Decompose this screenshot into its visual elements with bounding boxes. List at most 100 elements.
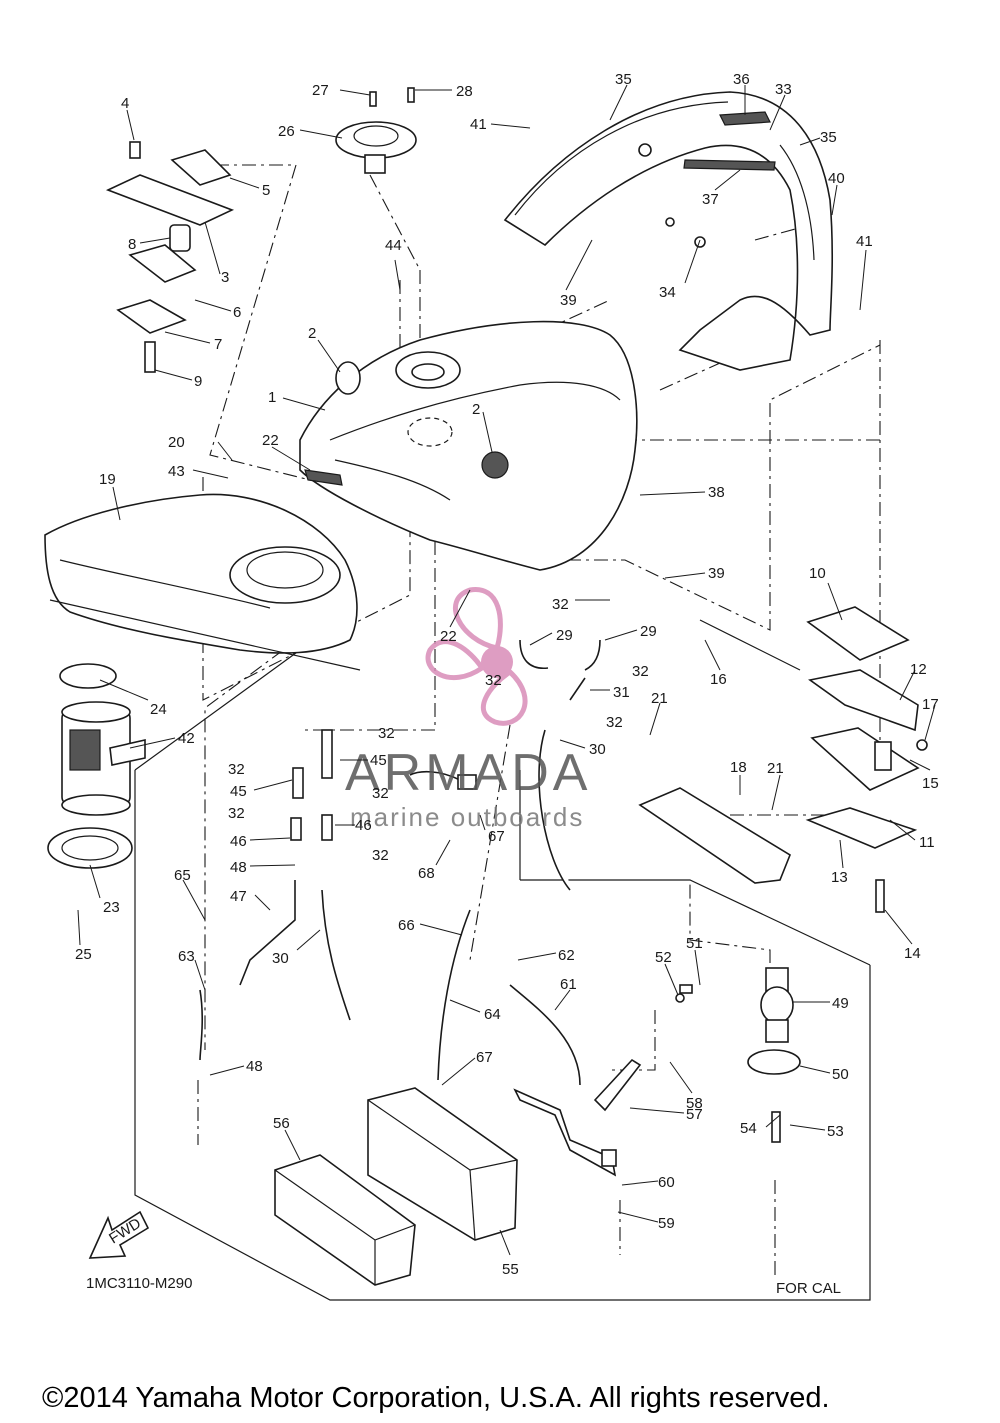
callout-8: 8 (128, 236, 136, 253)
callout-22: 22 (262, 432, 279, 449)
callout-14: 14 (904, 945, 921, 962)
callout-40: 40 (828, 170, 845, 187)
callout-32a: 32 (552, 596, 569, 613)
callout-48: 48 (230, 859, 247, 876)
bracket-parts-left (105, 141, 235, 373)
fuel-tank-cover (299, 320, 638, 571)
callout-57: 57 (686, 1106, 703, 1123)
callout-46b: 46 (230, 833, 247, 850)
callout-22b: 22 (440, 628, 457, 645)
callout-32c: 32 (485, 672, 502, 689)
callout-24: 24 (150, 701, 167, 718)
callout-45b: 45 (230, 783, 247, 800)
callout-38: 38 (708, 484, 725, 501)
callout-18: 18 (730, 759, 747, 776)
callout-47: 47 (230, 888, 247, 905)
callout-56: 56 (273, 1115, 290, 1132)
callout-52: 52 (655, 949, 672, 966)
callout-41: 41 (470, 116, 487, 133)
callout-54: 54 (740, 1120, 757, 1137)
fuel-pump (47, 663, 146, 869)
callout-59: 59 (658, 1215, 675, 1232)
watermark-subtitle: marine outboards (350, 802, 584, 832)
callout-26: 26 (278, 123, 295, 140)
callout-34: 34 (659, 284, 676, 301)
callout-39b: 39 (708, 565, 725, 582)
callout-67: 67 (488, 828, 505, 845)
callout-61: 61 (560, 976, 577, 993)
callout-32e: 32 (378, 725, 395, 742)
callout-29: 29 (556, 627, 573, 644)
callout-32d: 32 (606, 714, 623, 731)
callout-11: 11 (919, 834, 935, 851)
callout-51: 51 (686, 935, 703, 952)
callout-53: 53 (827, 1123, 844, 1140)
callout-37: 37 (702, 191, 719, 208)
callout-16: 16 (710, 671, 727, 688)
callout-30: 30 (272, 950, 289, 967)
callout-4: 4 (121, 95, 129, 112)
fuel-tank (44, 493, 361, 671)
callout-46: 46 (355, 817, 372, 834)
callout-36: 36 (733, 71, 750, 88)
callout-5: 5 (262, 182, 270, 199)
callout-30b: 30 (589, 741, 606, 758)
callout-20: 20 (168, 434, 185, 451)
variant-note: FOR CAL (776, 1280, 841, 1297)
propeller-logo-icon (425, 587, 528, 726)
callout-numbers: 1 2 2 3 4 5 6 7 8 9 10 11 12 13 14 15 16… (75, 71, 939, 1278)
charcoal-canister (274, 1087, 518, 1286)
callout-32g: 32 (372, 785, 389, 802)
filler-cap (335, 87, 417, 174)
callout-41b: 41 (856, 233, 873, 250)
callout-27: 27 (312, 82, 329, 99)
watermark-title: ARMADA (345, 744, 591, 802)
callout-1: 1 (268, 389, 276, 406)
callout-64: 64 (484, 1006, 501, 1023)
hoses (199, 639, 601, 1086)
callout-42: 42 (178, 730, 195, 747)
copyright-notice: ©2014 Yamaha Motor Corporation, U.S.A. A… (42, 1382, 830, 1414)
callout-25: 25 (75, 946, 92, 963)
callout-55: 55 (502, 1261, 519, 1278)
callout-58: 58 (686, 1095, 703, 1112)
callout-32i: 32 (372, 847, 389, 864)
callout-6: 6 (233, 304, 241, 321)
callout-19: 19 (99, 471, 116, 488)
callout-17: 17 (922, 696, 939, 713)
callout-32h: 32 (228, 805, 245, 822)
callout-3: 3 (221, 269, 229, 286)
callout-28: 28 (456, 83, 473, 100)
callout-43: 43 (168, 463, 185, 480)
callout-35b: 35 (820, 129, 837, 146)
callout-49: 49 (832, 995, 849, 1012)
callout-10: 10 (809, 565, 826, 582)
callout-21b: 21 (767, 760, 784, 777)
bracket-parts-right (638, 606, 928, 913)
callout-50: 50 (832, 1066, 849, 1083)
drawing-code: 1MC3110-M290 (86, 1275, 192, 1292)
callout-67b: 67 (476, 1049, 493, 1066)
callout-65: 65 (174, 867, 191, 884)
rear-cover-assembly (503, 91, 834, 371)
callout-60: 60 (658, 1174, 675, 1191)
callout-23: 23 (103, 899, 120, 916)
watermark: ARMADA marine outboards (345, 587, 591, 832)
callout-62: 62 (558, 947, 575, 964)
callout-35: 35 (615, 71, 632, 88)
callout-66: 66 (398, 917, 415, 934)
callout-39: 39 (560, 292, 577, 309)
callout-21: 21 (651, 690, 668, 707)
callout-68: 68 (418, 865, 435, 882)
callout-9: 9 (194, 373, 202, 390)
callout-13: 13 (831, 869, 848, 886)
callout-32b: 32 (632, 663, 649, 680)
callout-48b: 48 (246, 1058, 263, 1075)
callout-15: 15 (922, 775, 939, 792)
callout-12: 12 (910, 661, 927, 678)
callout-29b: 29 (640, 623, 657, 640)
filter-and-bracket (513, 967, 801, 1177)
callout-63: 63 (178, 948, 195, 965)
callout-leaders (77, 84, 936, 1256)
